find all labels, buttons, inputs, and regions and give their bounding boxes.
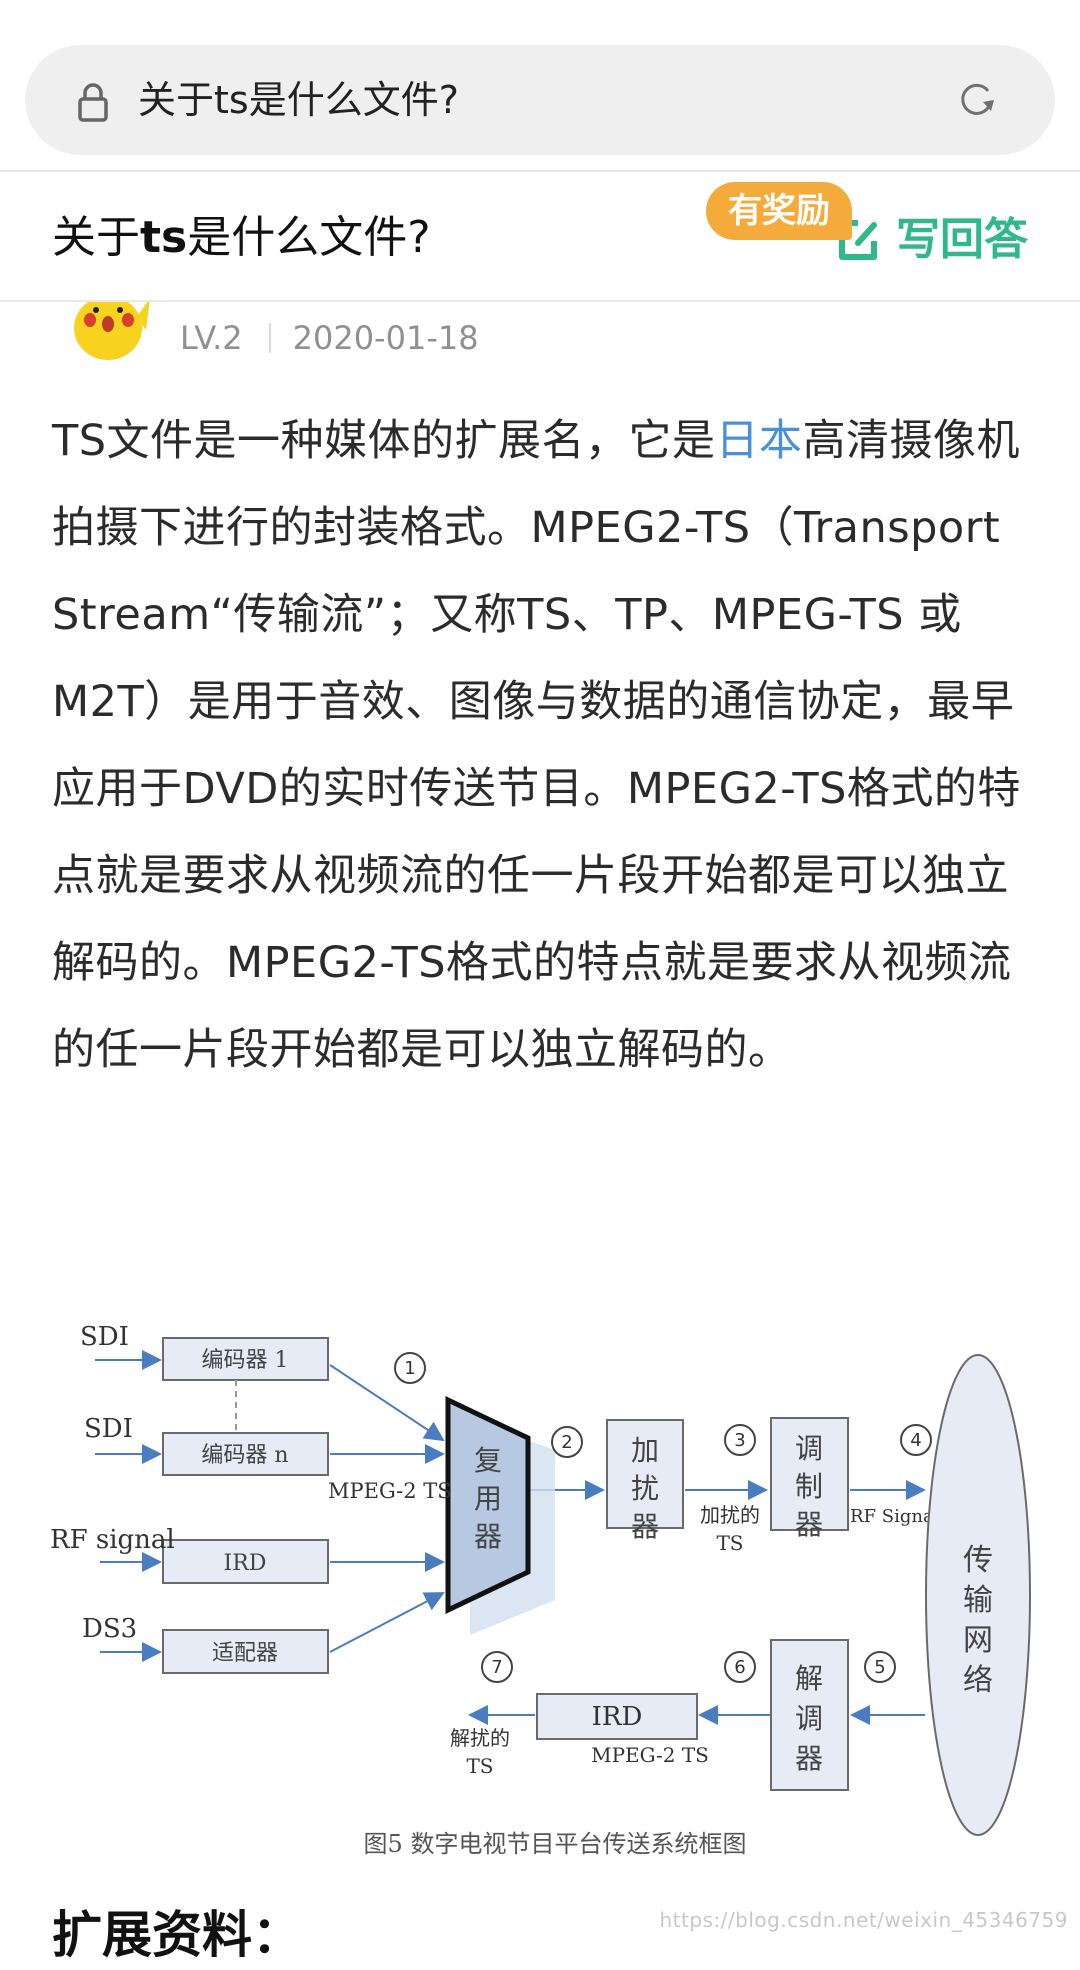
svg-text:2: 2 [561, 1432, 572, 1453]
mux-label: 复用器 [474, 1444, 502, 1553]
write-answer-label: 写回答 [896, 214, 1028, 265]
address-bar[interactable] [25, 45, 1055, 155]
input-box-labels: 编码器 1 编码器 n IRD 适配器 [201, 1348, 288, 1666]
svg-text:适配器: 适配器 [212, 1641, 278, 1666]
svg-text:编码器 1: 编码器 1 [202, 1348, 289, 1373]
svg-text:解调器: 解调器 [795, 1662, 823, 1775]
scrambler-box [606, 1419, 684, 1529]
svg-text:调制器: 调制器 [795, 1432, 823, 1541]
svg-text:SDI: SDI [80, 1322, 129, 1352]
svg-text:TS: TS [716, 1531, 743, 1555]
svg-text:MPEG-2 TS: MPEG-2 TS [328, 1479, 452, 1503]
lock-icon [78, 83, 108, 122]
write-answer-button[interactable]: 写回答 [836, 210, 1028, 270]
answer-date: 2020-01-18 [292, 319, 479, 357]
svg-text:6: 6 [734, 1657, 745, 1678]
section-heading: 扩展资料： [52, 1906, 302, 1964]
modulator-box [770, 1417, 849, 1531]
svg-text:RF signal: RF signal [50, 1525, 175, 1555]
svg-text:IRD: IRD [224, 1551, 267, 1576]
step-markers [394, 1352, 932, 1683]
japan-link[interactable]: 日本 [715, 416, 803, 466]
svg-text:加扰器: 加扰器 [631, 1434, 659, 1543]
svg-text:IRD: IRD [592, 1702, 643, 1732]
question-title[interactable]: 关于ts是什么文件? [52, 212, 431, 263]
svg-text:RF Signal: RF Signal [850, 1506, 940, 1527]
pikachu-avatar-icon [74, 296, 150, 360]
meta-separator [268, 323, 271, 353]
toolbar-divider [0, 170, 1080, 172]
svg-text:4: 4 [910, 1430, 921, 1451]
input-encoders [162, 1337, 329, 1674]
svg-text:3: 3 [734, 1430, 745, 1451]
svg-text:SDI: SDI [84, 1414, 133, 1444]
svg-text:解扰的: 解扰的 [450, 1726, 510, 1750]
ts-system-diagram: SDI SDI RF signal DS3 编码器 1 编码器 n IRD 适配… [50, 1322, 1031, 1858]
svg-text:7: 7 [491, 1657, 502, 1678]
svg-text:TS: TS [466, 1754, 493, 1778]
answer-meta: LV.2 2020-01-18 [180, 316, 479, 360]
question-header: 关于ts是什么文件? 有奖励 写回答 [0, 172, 1080, 302]
watermark: https://blog.csdn.net/weixin_45346759 [659, 1908, 1068, 1932]
reload-icon[interactable] [955, 78, 999, 122]
reward-badge: 有奖励 [706, 182, 852, 240]
svg-text:DS3: DS3 [82, 1614, 137, 1644]
transport-network [925, 1354, 1031, 1836]
svg-text:编码器 n: 编码器 n [201, 1443, 288, 1468]
input-labels: SDI SDI RF signal DS3 [50, 1322, 175, 1644]
diagram-caption: 图5 数字电视节目平台传送系统框图 [364, 1830, 747, 1858]
address-text[interactable]: 关于ts是什么文件? [138, 78, 459, 122]
multiplexer-shape [445, 1396, 531, 1614]
answer-body: TS文件是一种媒体的扩展名，它是日本高清摄像机拍摄下进行的封装格式。MPEG2-… [52, 416, 1021, 1075]
svg-text:1: 1 [404, 1358, 415, 1379]
demodulator-box [770, 1639, 849, 1791]
ird-output-box [536, 1693, 698, 1740]
svg-text:传输网络: 传输网络 [963, 1543, 993, 1698]
svg-text:MPEG-2 TS: MPEG-2 TS [591, 1743, 709, 1767]
svg-text:加扰的: 加扰的 [700, 1503, 760, 1527]
svg-text:5: 5 [874, 1657, 885, 1678]
user-level: LV.2 [180, 319, 243, 357]
